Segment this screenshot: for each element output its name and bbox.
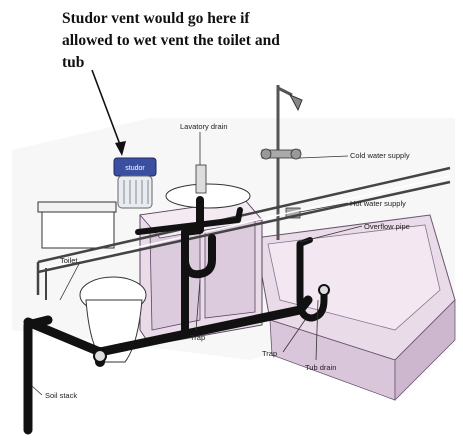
studor-vent: studor bbox=[113, 157, 157, 209]
tub-trap-pipe bbox=[296, 240, 328, 322]
label-hot-water-supply: Hot water supply bbox=[350, 199, 406, 208]
caption-arrow bbox=[91, 69, 126, 156]
label-lavatory-drain: Lavatory drain bbox=[180, 122, 228, 131]
caption-line-2: allowed to wet vent the toilet and bbox=[62, 32, 280, 49]
tub-drain-fitting bbox=[318, 284, 330, 296]
label-soil-stack: Soil stack bbox=[45, 391, 77, 400]
tub-overflow bbox=[297, 237, 313, 247]
label-toilet-part: Toilet bbox=[60, 256, 78, 265]
caption-note: Studor vent would go here if allowed to … bbox=[62, 8, 322, 74]
water-supply-lines bbox=[36, 166, 451, 300]
soil-stack-pipe bbox=[23, 315, 53, 435]
bathtub bbox=[254, 214, 456, 401]
drain-pipes bbox=[23, 196, 328, 435]
toilet-flange bbox=[93, 349, 107, 363]
caption-line-3: tub bbox=[62, 54, 85, 71]
label-trap-lavatory: Trap bbox=[190, 333, 205, 342]
leader-lines bbox=[31, 132, 363, 396]
toilet bbox=[37, 201, 147, 363]
vent-pipe-top bbox=[135, 207, 243, 235]
shower bbox=[260, 85, 303, 240]
label-trap-tub: Trap bbox=[262, 349, 277, 358]
main-drain-pipe bbox=[23, 295, 313, 357]
label-overflow-pipe: Overflow pipe bbox=[364, 222, 410, 231]
studor-vent-label: studor bbox=[125, 165, 145, 172]
faucet bbox=[195, 164, 207, 194]
label-cold-water-supply: Cold water supply bbox=[350, 151, 410, 160]
label-tub-drain: Tub drain bbox=[305, 363, 336, 372]
caption-line-1: Studor vent would go here if bbox=[62, 10, 250, 27]
lavatory-basin bbox=[165, 183, 251, 209]
